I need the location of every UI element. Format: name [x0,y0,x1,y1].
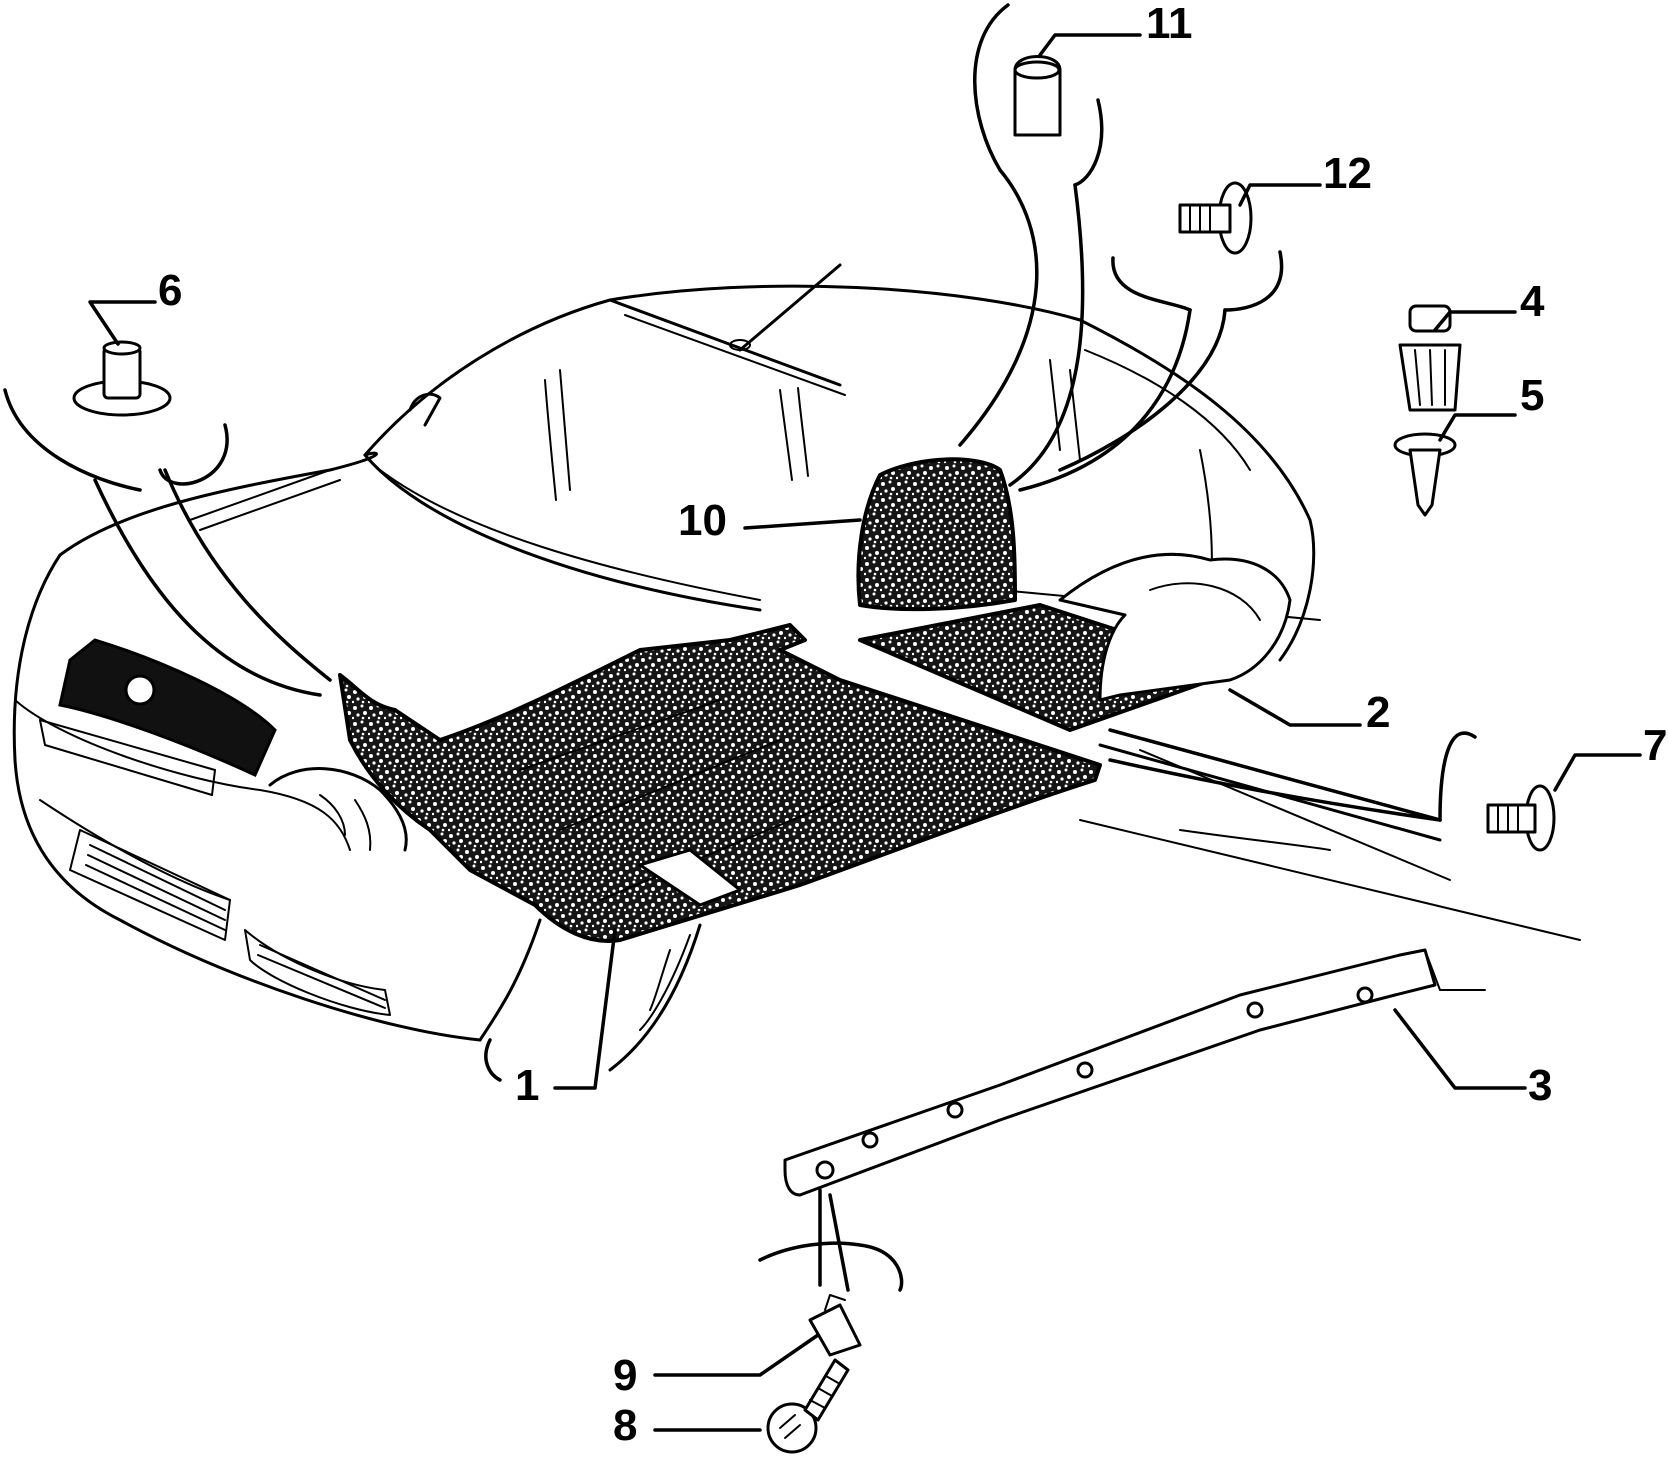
rear-wheel-housing-cover [1058,552,1292,702]
grommet-5 [1393,432,1457,517]
callout-labels: 6 11 12 4 5 10 2 7 3 1 9 8 [158,0,1667,1450]
nut-clip-9 [808,1294,862,1357]
callout-7: 7 [1643,721,1667,770]
callout-12: 12 [1323,149,1372,198]
clip-12 [1178,181,1253,255]
callout-5: 5 [1520,371,1544,420]
callout-10: 10 [678,496,727,545]
rivet-4 [1398,304,1462,412]
callout-3: 3 [1528,1061,1552,1110]
callout-6: 6 [158,266,182,315]
cap-11 [1013,55,1062,137]
callout-8: 8 [613,1401,637,1450]
floor-carpet-tunnel [638,848,742,907]
callout-9: 9 [613,1351,637,1400]
push-pin-6 [72,340,172,417]
floor-carpet [338,623,1102,943]
callout-4: 4 [1520,277,1545,326]
insulation-pad [856,457,1017,612]
screw-8 [766,1358,850,1454]
callout-11: 11 [1146,0,1193,48]
callout-2: 2 [1366,688,1390,737]
callout-1: 1 [515,1061,539,1110]
sill-rail [783,948,1486,1197]
leader-lines [3,3,1642,1432]
clip-7 [1486,784,1556,852]
